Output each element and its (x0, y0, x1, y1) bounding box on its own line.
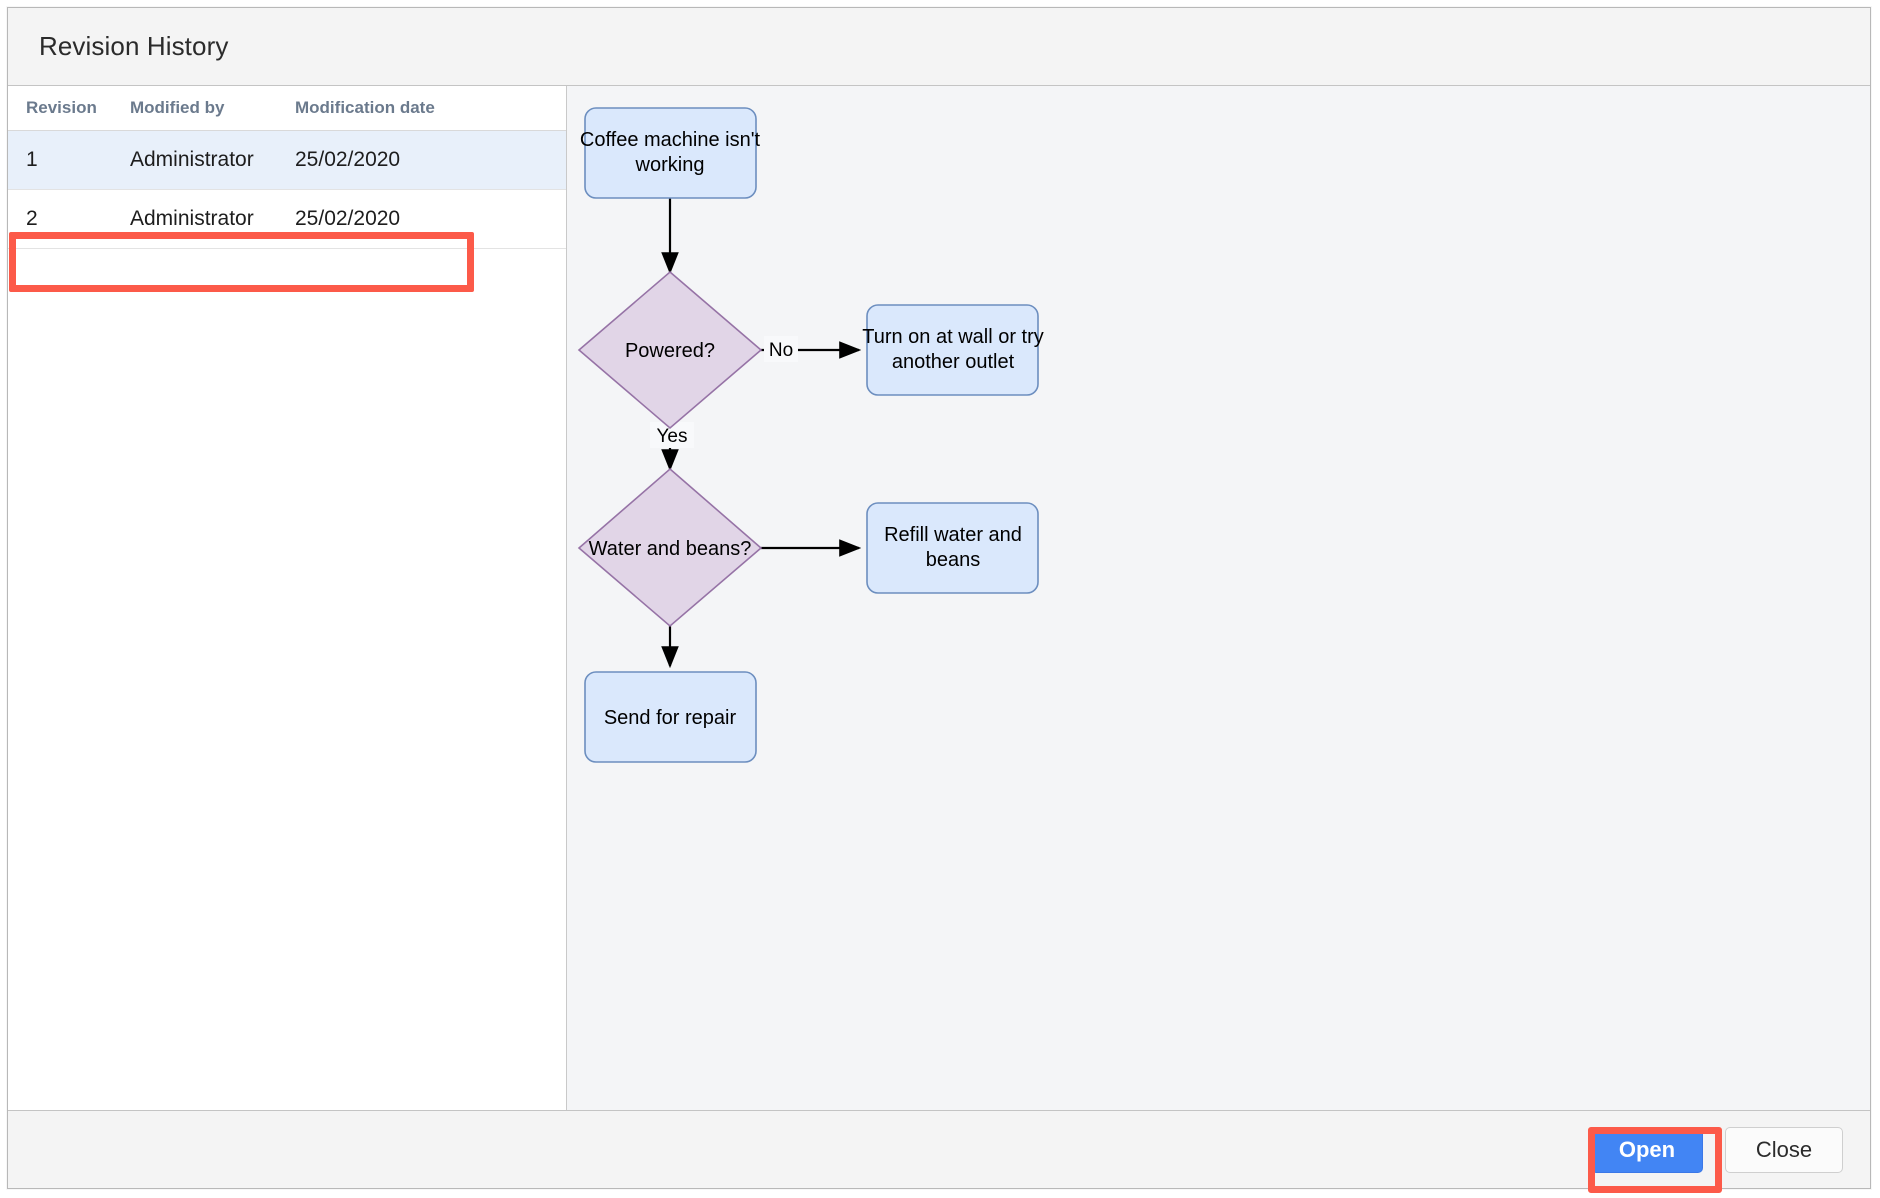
edge-label-yes: Yes (657, 426, 688, 447)
node-label-powered: Powered? (625, 340, 715, 362)
cell-revision: 1 (8, 130, 130, 190)
column-header-revision[interactable]: Revision (8, 86, 130, 131)
node-coffee-machine-isnt-working[interactable]: Coffee machine isn't working (580, 107, 761, 199)
table-row[interactable]: 2 Administrator 25/02/2020 (8, 189, 566, 249)
node-label-line2: beans (926, 549, 981, 571)
dialog-body: Revision Modified by Modification date 1… (8, 86, 1870, 1110)
revision-list-panel: Revision Modified by Modification date 1… (8, 86, 567, 1110)
node-water-and-beans-decision[interactable]: Water and beans? (577, 467, 763, 628)
cell-modification-date: 25/02/2020 (295, 130, 566, 190)
cell-revision: 2 (8, 189, 130, 249)
revision-table: Revision Modified by Modification date 1… (8, 86, 566, 249)
dialog-header: Revision History (8, 8, 1870, 86)
node-send-for-repair[interactable]: Send for repair (584, 671, 757, 763)
flowchart-diagram: No Yes Coffee machine isn't wo (577, 107, 1044, 763)
table-header-row: Revision Modified by Modification date (8, 86, 566, 131)
table-row[interactable]: 1 Administrator 25/02/2020 (8, 130, 566, 190)
node-refill-water-and-beans[interactable]: Refill water and beans (866, 502, 1039, 594)
revision-history-dialog: Revision History Revision Modified by Mo… (7, 7, 1871, 1193)
edge-powered-to-outlet: No (761, 336, 862, 362)
node-label-line2: another outlet (892, 351, 1015, 373)
close-button[interactable]: Close (1725, 1126, 1843, 1173)
diagram-preview-panel: No Yes Coffee machine isn't wo (567, 86, 1870, 1110)
edge-powered-to-water: Yes (650, 422, 694, 472)
node-label-line2: working (635, 154, 705, 176)
dialog-footer: Open Close (8, 1110, 1870, 1193)
node-label-water-and-beans: Water and beans? (589, 538, 752, 560)
table-header: Revision Modified by Modification date (8, 86, 566, 131)
node-label-line1: Turn on at wall or try (862, 326, 1044, 348)
node-label-line1: Refill water and (884, 524, 1022, 546)
node-label-send-for-repair: Send for repair (604, 707, 737, 729)
column-header-modified-by[interactable]: Modified by (130, 86, 295, 131)
cell-modification-date: 25/02/2020 (295, 189, 566, 249)
page-title: Revision History (39, 31, 229, 61)
edge-label-no: No (769, 340, 793, 361)
node-turn-on-at-wall[interactable]: Turn on at wall or try another outlet (862, 304, 1044, 396)
cell-modified-by: Administrator (130, 130, 295, 190)
cell-modified-by: Administrator (130, 189, 295, 249)
open-button[interactable]: Open (1591, 1126, 1703, 1173)
column-header-modification-date[interactable]: Modification date (295, 86, 566, 131)
node-label-line1: Coffee machine isn't (580, 129, 761, 151)
node-powered-decision[interactable]: Powered? (577, 270, 763, 430)
table-body: 1 Administrator 25/02/2020 2 Administrat… (8, 130, 566, 249)
